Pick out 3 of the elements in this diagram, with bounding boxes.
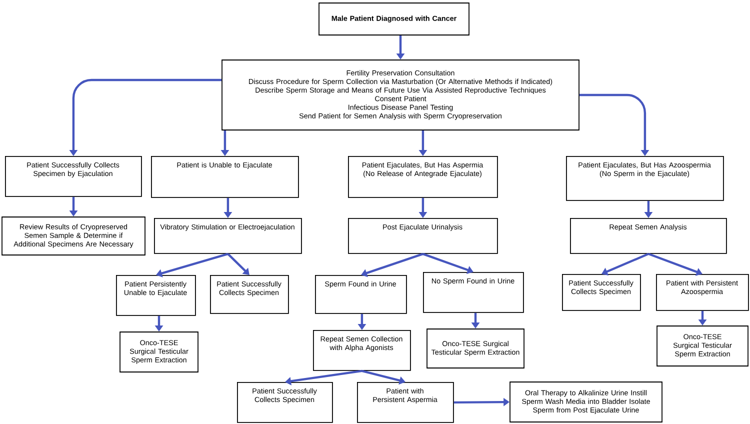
arrow [361, 252, 424, 278]
arrow [227, 253, 250, 275]
arrow [602, 252, 649, 276]
